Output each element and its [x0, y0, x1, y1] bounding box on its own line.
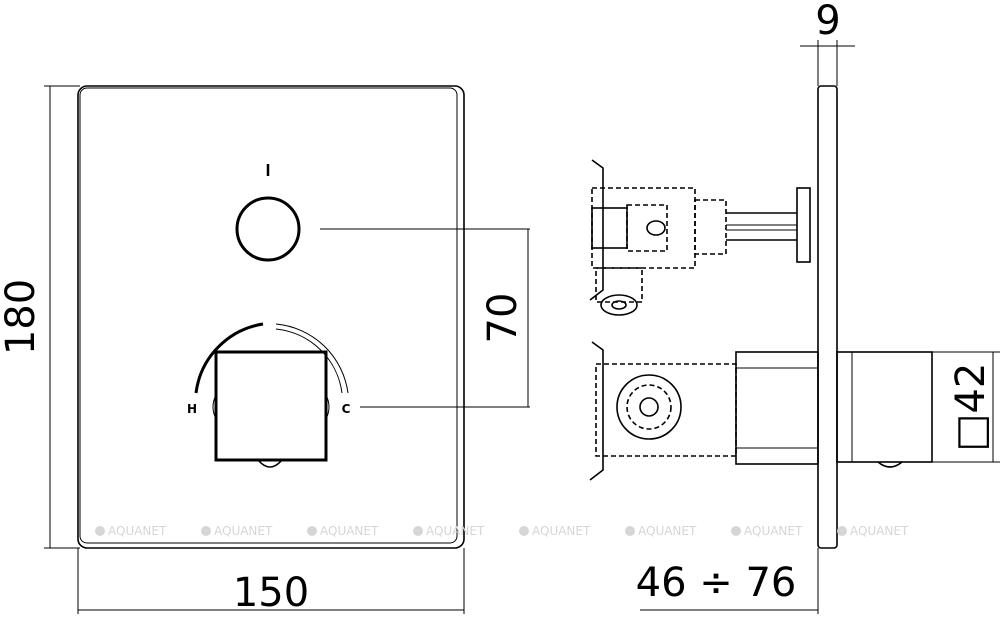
diverter-stem-collar: [796, 187, 811, 263]
height-value: 180: [0, 279, 44, 355]
watermark-logo-icon: [307, 526, 317, 536]
watermark-text: AQUANET: [532, 524, 591, 538]
diverter-port-inner: [611, 300, 627, 310]
handle-side-right: [325, 394, 330, 420]
depth-value: 46 ÷ 76: [636, 560, 797, 606]
thermo-inlet-inner: [639, 397, 659, 417]
diverter-connector: [694, 199, 727, 255]
watermark-logo-icon: [95, 526, 105, 536]
thickness-value: 9: [815, 0, 840, 44]
diverter-inner-block-2: [626, 204, 668, 252]
side-view: [589, 85, 933, 549]
watermark-row: AQUANET AQUANET AQUANET AQUANET AQUANET AQUAN…: [95, 524, 909, 538]
width-value: 150: [233, 570, 309, 616]
front-view: I H C: [77, 85, 530, 549]
temperature-arc-cold-outer: [275, 323, 349, 394]
thermo-bracket: [589, 341, 604, 481]
watermark-logo-icon: [837, 526, 847, 536]
handle-base: [257, 459, 283, 468]
diverter-knob: [235, 196, 301, 262]
handle-side-left: [212, 394, 217, 420]
watermark-text: AQUANET: [426, 524, 485, 538]
square-handle: [214, 350, 328, 462]
watermark-logo-icon: [201, 526, 211, 536]
thermo-inlet-outer: [616, 374, 682, 440]
watermark-text: AQUANET: [320, 524, 379, 538]
watermark-text: AQUANET: [214, 524, 273, 538]
handle-size-value: □42: [948, 363, 994, 452]
watermark-text: AQUANET: [638, 524, 697, 538]
diverter-port: [600, 294, 638, 316]
front-dimensions: 180 150 70: [0, 85, 529, 616]
spacing-value: 70: [480, 293, 526, 344]
thermo-inlet-mid: [626, 384, 672, 430]
side-dimensions: 9 46 ÷ 76 □42: [636, 0, 1000, 614]
watermark-logo-icon: [731, 526, 741, 536]
watermark-logo-icon: [519, 526, 529, 536]
diverter-inner-block: [591, 207, 628, 249]
side-handle-knob: [877, 461, 903, 468]
temperature-arc-hot: [194, 322, 264, 394]
front-plate-inner: [79, 87, 458, 544]
side-plate: [817, 85, 838, 549]
thermo-cartridge: [735, 351, 819, 465]
temperature-arc-cold-inner: [275, 328, 343, 394]
watermark-text: AQUANET: [850, 524, 909, 538]
hot-label: H: [187, 402, 197, 416]
watermark-logo-icon: [413, 526, 423, 536]
diverter-bracket: [589, 159, 604, 301]
watermark-text: AQUANET: [108, 524, 167, 538]
watermark-logo-icon: [625, 526, 635, 536]
diverter-pin: [646, 220, 666, 236]
cold-label: C: [342, 402, 351, 416]
side-handle: [836, 351, 933, 463]
diverter-body: [591, 187, 696, 269]
front-plate-outer: [77, 85, 465, 549]
watermark-text: AQUANET: [744, 524, 803, 538]
